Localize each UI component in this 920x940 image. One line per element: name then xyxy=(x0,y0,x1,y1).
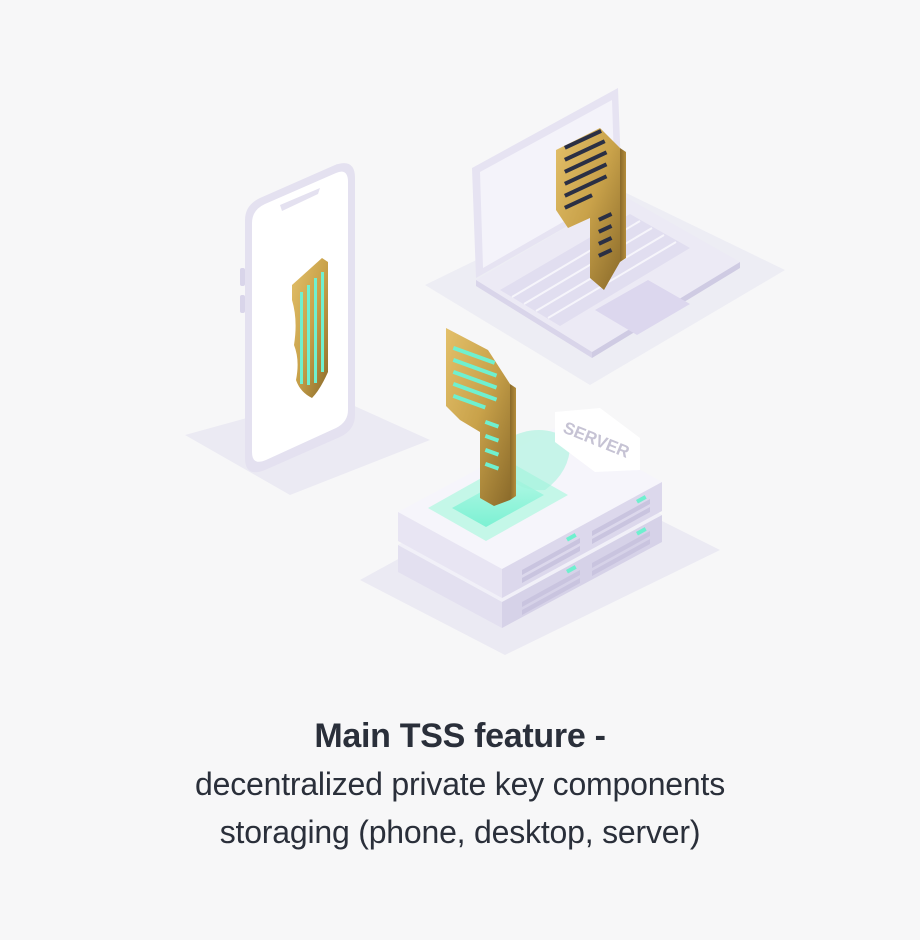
server-icon: SERVER xyxy=(360,328,720,655)
caption-line-2: storaging (phone, desktop, server) xyxy=(219,814,701,850)
laptop-icon xyxy=(425,88,785,385)
tss-illustration: SERVER xyxy=(185,88,785,655)
caption: Main TSS feature - decentralized private… xyxy=(0,712,920,856)
caption-title: Main TSS feature - xyxy=(314,717,606,755)
caption-line-1: decentralized private key components xyxy=(195,766,725,802)
phone-icon xyxy=(185,163,430,495)
server-label-tag: SERVER xyxy=(555,408,640,472)
